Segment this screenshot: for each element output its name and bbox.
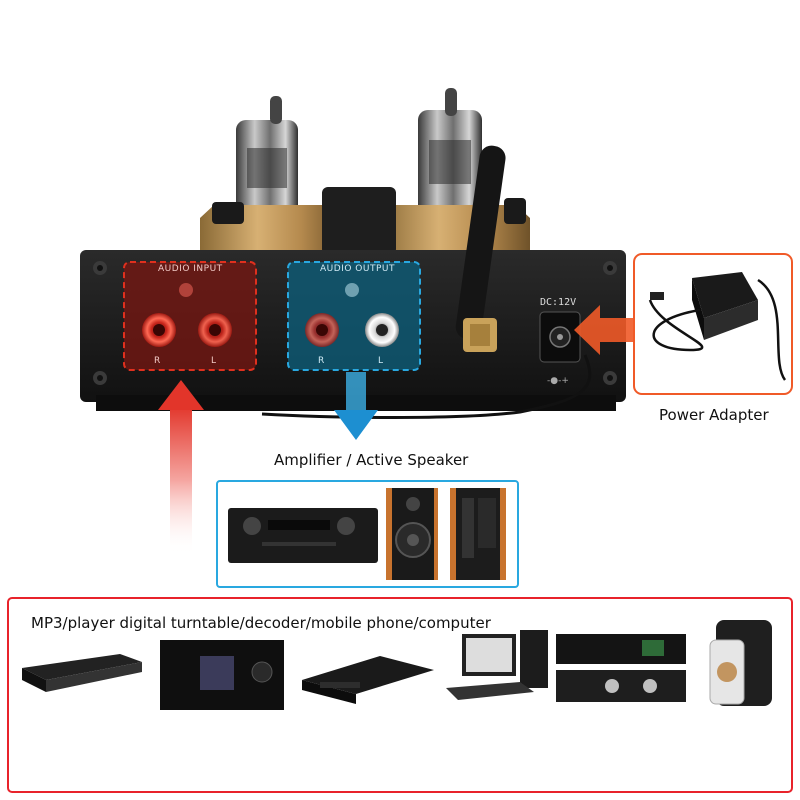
desktop-computer-image	[446, 630, 548, 700]
input-l-label: L	[211, 356, 217, 366]
audio-output-label: AUDIO OUTPUT	[320, 264, 395, 274]
mobile-phone-image	[709, 620, 772, 706]
input-r-label: R	[154, 356, 161, 366]
speaker-front-image	[386, 488, 438, 580]
output-l-label: L	[378, 356, 384, 366]
turntable-decoder-image	[302, 656, 434, 704]
bluetooth-antenna	[455, 145, 506, 352]
dc-12v-label: DC:12V	[540, 297, 577, 308]
dvd-player-image	[22, 654, 142, 692]
vacuum-tube-left	[236, 96, 298, 218]
amplifier-speaker-label: Amplifier / Active Speaker	[274, 451, 469, 469]
audio-decoder-image	[556, 634, 686, 702]
input-arrow	[158, 380, 204, 555]
network-player-image	[160, 640, 284, 710]
output-r-label: R	[318, 356, 325, 366]
source-devices-label: MP3/player digital turntable/decoder/mob…	[31, 614, 491, 632]
power-adapter-label: Power Adapter	[659, 406, 769, 424]
vacuum-tube-right	[418, 88, 482, 218]
output-arrow	[334, 372, 378, 440]
svg-text:-●-+: -●-+	[547, 376, 569, 386]
audio-input-label: AUDIO INPUT	[158, 264, 223, 274]
speaker-back-image	[450, 488, 506, 580]
av-receiver-image	[228, 508, 378, 563]
power-adapter-image	[648, 272, 787, 381]
